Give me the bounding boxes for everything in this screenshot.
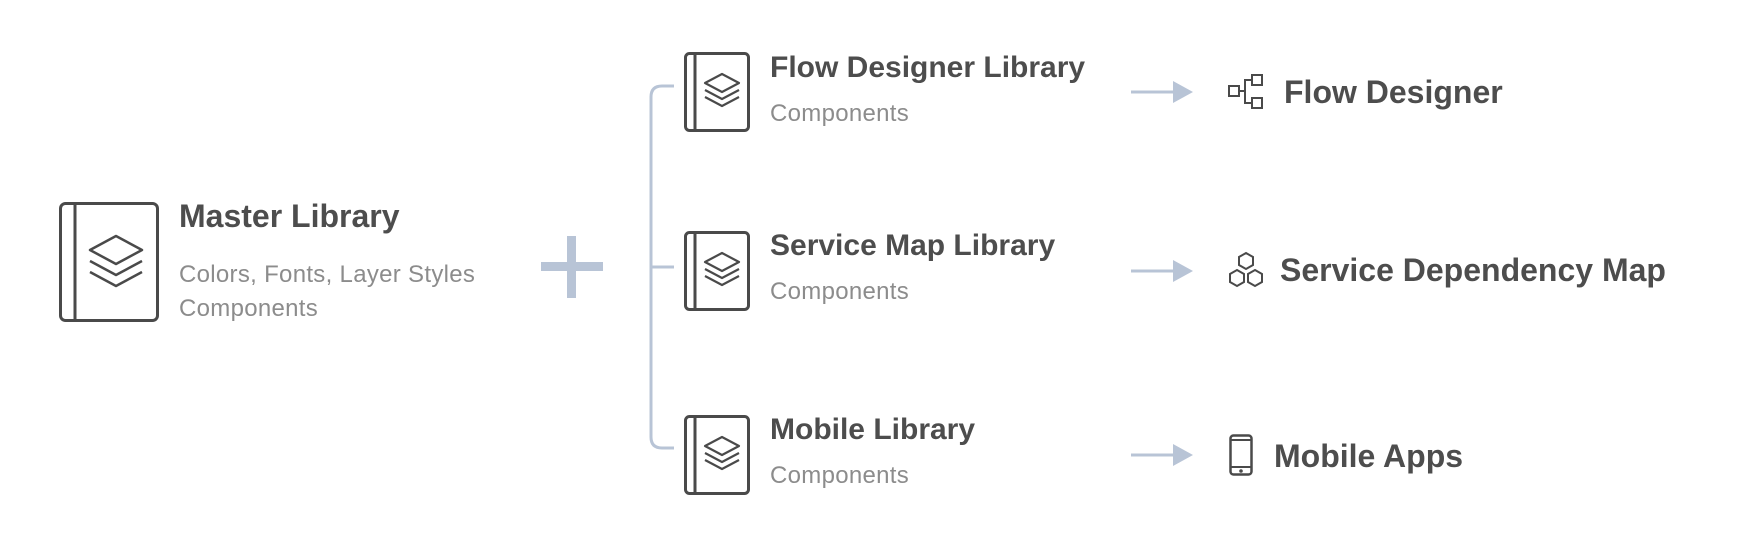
master-library-line-2: Components	[179, 295, 319, 322]
app-label-flow-designer: Flow Designer	[1284, 74, 1503, 110]
flowchart-icon	[1228, 74, 1263, 109]
hexagon-cluster-icon	[1229, 251, 1263, 288]
library-subtitle: Components	[770, 278, 910, 305]
library-subtitle: Components	[770, 100, 910, 127]
library-title: Mobile Library	[770, 413, 976, 446]
library-title: Flow Designer Library	[770, 51, 1086, 84]
app-label-mobile-apps: Mobile Apps	[1274, 438, 1464, 474]
arrow-right-icon	[1131, 260, 1193, 282]
book-layers-icon	[684, 231, 750, 311]
branch-bracket	[649, 84, 674, 450]
arrow-right-icon	[1131, 81, 1193, 103]
plus-icon	[541, 236, 603, 298]
mobile-phone-icon	[1229, 434, 1253, 476]
library-subtitle: Components	[770, 462, 910, 489]
master-library-line-1: Colors, Fonts, Layer Styles	[179, 261, 476, 288]
book-layers-icon	[59, 202, 159, 322]
book-layers-icon	[684, 52, 750, 132]
app-label-service-dependency-map: Service Dependency Map	[1280, 252, 1666, 288]
book-layers-icon	[684, 415, 750, 495]
arrow-right-icon	[1131, 444, 1193, 466]
library-title: Service Map Library	[770, 229, 1056, 262]
master-library-title: Master Library	[179, 198, 400, 234]
